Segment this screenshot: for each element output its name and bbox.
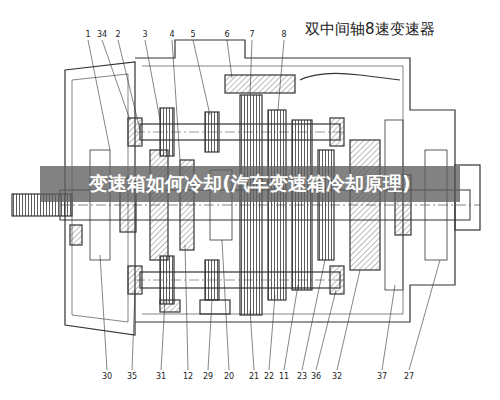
callout-number: 35 [127, 373, 137, 381]
callout-number: 21 [249, 373, 259, 381]
callout-number: 27 [404, 373, 414, 381]
callout-number: 30 [102, 373, 112, 381]
callout-number: 36 [311, 373, 321, 381]
callout-number: 7 [249, 31, 254, 39]
callout-number: 22 [264, 373, 274, 381]
callout-number: 2 [115, 31, 120, 39]
callout-number: 37 [377, 373, 387, 381]
callout-number: 6 [224, 31, 229, 39]
callout-number: 31 [156, 373, 166, 381]
callout-number: 4 [169, 31, 174, 39]
callout-number: 8 [281, 31, 286, 39]
callout-number: 11 [279, 373, 289, 381]
title: 双中间轴8速变速器 [305, 20, 435, 39]
callout-number: 12 [183, 373, 193, 381]
callout-number: 3 [142, 31, 147, 39]
callout-number: 32 [332, 373, 342, 381]
callout-number: 34 [97, 31, 107, 39]
callout-number: 5 [190, 31, 195, 39]
callout-number: 20 [224, 373, 234, 381]
callout-number: 23 [297, 373, 307, 381]
watermark-banner: 变速箱如何冷却(汽车变速箱冷却原理) [40, 166, 460, 202]
callout-number: 29 [203, 373, 213, 381]
callout-number: 1 [85, 31, 90, 39]
